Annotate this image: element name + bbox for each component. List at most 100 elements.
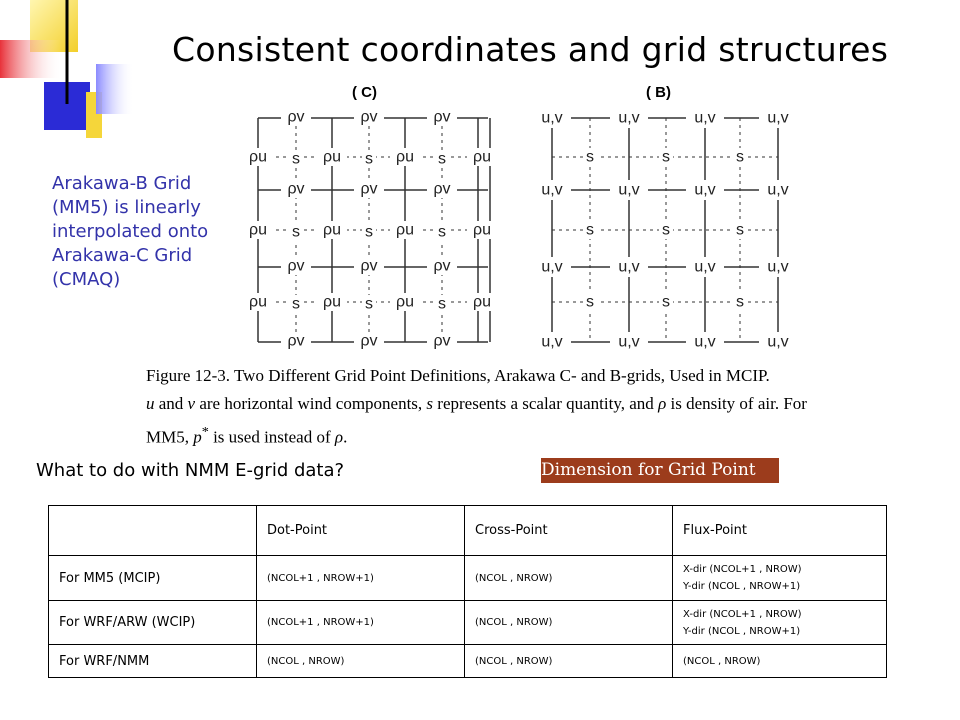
uv-label: u,v — [618, 334, 639, 351]
label-background — [427, 108, 457, 126]
label-background — [427, 332, 457, 350]
caption-rho: ρ — [658, 394, 667, 413]
label-background — [281, 332, 311, 350]
label-background — [686, 180, 724, 200]
label-background — [733, 148, 747, 166]
row-label: For WRF/NMM — [48, 644, 257, 678]
caption-text-2: represents a scalar quantity, and — [433, 394, 659, 413]
label-background — [533, 257, 571, 277]
label-background — [659, 148, 673, 166]
uv-label: u,v — [767, 334, 788, 351]
label-background — [686, 257, 724, 277]
cross-point-cell: (NCOL , NROW) — [464, 644, 673, 678]
rho-v-label: ρv — [287, 181, 304, 198]
s-label: s — [736, 222, 744, 239]
dot-point-cell: (NCOL+1 , NROW+1) — [256, 600, 465, 645]
caption-end: . — [343, 427, 348, 447]
rho-v-label: ρv — [433, 258, 450, 275]
flux-y-dir: Y-dir (NCOL , NROW+1) — [683, 581, 801, 592]
label-background — [435, 295, 449, 313]
label-background — [759, 257, 797, 277]
uv-label: u,v — [541, 182, 562, 199]
uv-label: u,v — [694, 334, 715, 351]
uv-label: u,v — [541, 334, 562, 351]
label-background — [390, 293, 420, 311]
rho-u-label: ρu — [396, 149, 414, 166]
uv-label: u,v — [618, 259, 639, 276]
label-background — [427, 180, 457, 198]
rho-v-label: ρv — [360, 109, 377, 126]
label-background — [317, 148, 347, 166]
row-label: For MM5 (MCIP) — [48, 555, 257, 601]
label-background — [583, 148, 597, 166]
uv-label: u,v — [694, 182, 715, 199]
s-label: s — [365, 224, 373, 241]
uv-label: u,v — [541, 259, 562, 276]
rho-u-label: ρu — [323, 149, 341, 166]
rho-u-label: ρu — [249, 222, 267, 239]
rho-v-label: ρv — [433, 181, 450, 198]
label-background — [583, 221, 597, 239]
uv-label: u,v — [767, 110, 788, 127]
label-background — [281, 257, 311, 275]
caption-p: p — [193, 427, 202, 447]
rho-v-label: ρv — [360, 258, 377, 275]
label-background — [610, 332, 648, 352]
uv-label: u,v — [767, 259, 788, 276]
rho-u-label: ρu — [473, 149, 491, 166]
table-header-cross-point: Cross-Point — [464, 505, 673, 556]
label-background — [317, 293, 347, 311]
rho-u-label: ρu — [249, 149, 267, 166]
caption-line-1: Figure 12-3. Two Different Grid Point De… — [146, 366, 770, 385]
rho-u-label: ρu — [473, 294, 491, 311]
dot-point-cell: (NCOL , NROW) — [256, 644, 465, 678]
s-label: s — [662, 294, 670, 311]
logo-red-block — [0, 40, 62, 78]
uv-label: u,v — [694, 110, 715, 127]
caption-line-2: u and v are horizontal wind components, … — [146, 390, 906, 418]
c-grid-label: ( C) — [352, 84, 377, 101]
page-title: Consistent coordinates and grid structur… — [172, 30, 889, 69]
s-label: s — [365, 151, 373, 168]
cross-point-cell: (NCOL , NROW) — [464, 600, 673, 645]
flux-point-cell: X-dir (NCOL+1 , NROW) Y-dir (NCOL , NROW… — [672, 555, 887, 601]
uv-label: u,v — [694, 259, 715, 276]
rho-v-label: ρv — [433, 333, 450, 350]
label-background — [390, 148, 420, 166]
label-background — [686, 108, 724, 128]
label-background — [289, 150, 303, 168]
table-header-dot-point: Dot-Point — [256, 505, 465, 556]
label-background — [362, 150, 376, 168]
label-background — [733, 293, 747, 311]
rho-v-label: ρv — [287, 333, 304, 350]
caption-s: s — [426, 394, 434, 413]
question-text: What to do with NMM E-grid data? — [36, 460, 345, 481]
label-background — [243, 148, 273, 166]
label-background — [583, 293, 597, 311]
label-background — [243, 293, 273, 311]
label-background — [390, 221, 420, 239]
label-background — [354, 108, 384, 126]
label-background — [610, 257, 648, 277]
s-label: s — [438, 224, 446, 241]
rho-u-label: ρu — [323, 294, 341, 311]
label-background — [533, 332, 571, 352]
label-background — [659, 221, 673, 239]
label-background — [354, 257, 384, 275]
label-background — [467, 221, 497, 239]
caption-v: v — [187, 394, 196, 413]
table-row: For WRF/ARW (WCIP) (NCOL+1 , NROW+1) (NC… — [48, 600, 887, 645]
dot-point-cell: (NCOL+1 , NROW+1) — [256, 555, 465, 601]
caption-mm5: MM5, — [146, 427, 194, 447]
uv-label: u,v — [767, 182, 788, 199]
s-label: s — [292, 296, 300, 313]
label-background — [467, 293, 497, 311]
flux-y-dir: Y-dir (NCOL , NROW+1) — [683, 625, 801, 637]
s-label: s — [586, 294, 594, 311]
flux-point-cell: X-dir (NCOL+1 , NROW) Y-dir (NCOL , NROW… — [672, 600, 887, 645]
s-label: s — [438, 151, 446, 168]
s-label: s — [662, 222, 670, 239]
row-label: For WRF/ARW (WCIP) — [48, 600, 257, 645]
